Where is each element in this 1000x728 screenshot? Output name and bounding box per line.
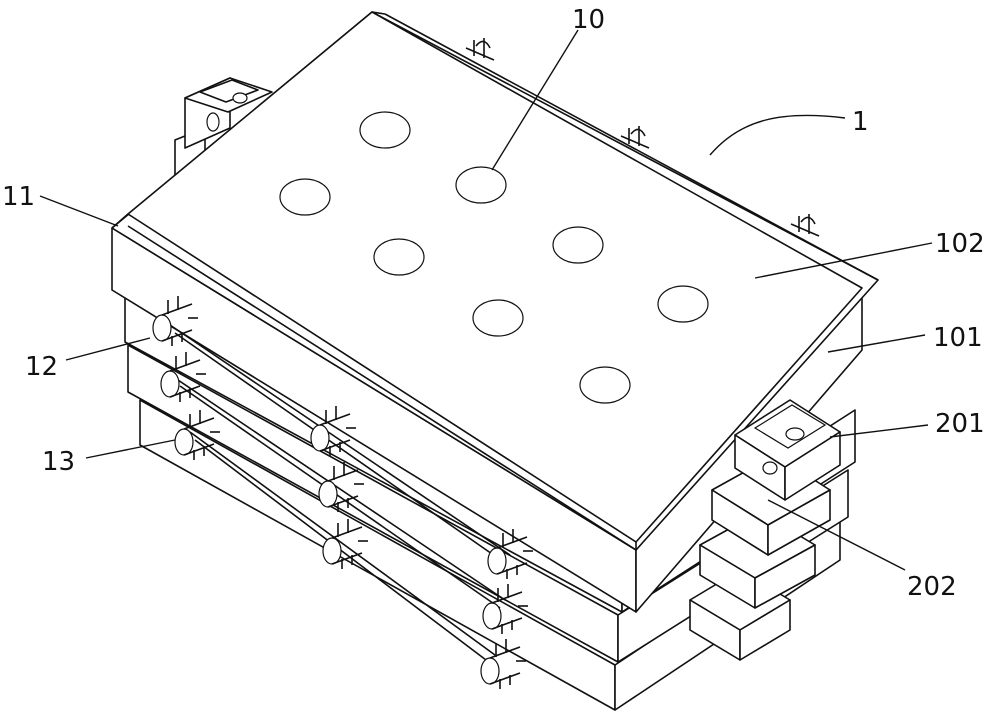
label-side-plate: 11: [2, 182, 35, 212]
connector-rods: [169, 324, 511, 664]
hole: [579, 366, 631, 404]
label-plate-number: 1: [852, 107, 869, 137]
pipe-fitting: [480, 639, 526, 689]
label-lug-block: 202: [907, 572, 957, 602]
pipe-fitting: [310, 406, 356, 456]
pipe-fitting: [482, 584, 528, 634]
pipe-fitting: [152, 296, 198, 346]
rear-edge-clamps: [465, 38, 820, 237]
pipe-fitting: [322, 519, 368, 569]
hole: [657, 285, 709, 323]
reference-numerals: 10 1 11 102 101 201 202 12 13: [2, 5, 985, 602]
label-upper-connector: 12: [25, 352, 58, 382]
hole: [373, 238, 425, 276]
pipe-fitting: [160, 352, 206, 402]
hole: [472, 299, 524, 337]
hole: [552, 226, 604, 264]
pipe-fitting: [487, 529, 533, 579]
top-face: [127, 11, 863, 543]
label-top-face: 102: [935, 229, 985, 259]
connector-fittings: [152, 296, 533, 689]
top-holes: [279, 111, 709, 404]
label-hole: 10: [572, 5, 605, 35]
pipe-fitting: [174, 410, 220, 460]
lug-bolt-hole: [785, 427, 805, 441]
label-lower-connector: 13: [42, 447, 75, 477]
hole: [279, 178, 331, 216]
hole: [455, 166, 507, 204]
leader-lines: [39, 29, 933, 571]
label-end-face: 101: [933, 323, 983, 353]
label-lug: 201: [935, 409, 985, 439]
hole: [359, 111, 411, 149]
lug-bolt-hole: [232, 92, 248, 104]
pipe-fitting: [318, 462, 364, 512]
front-lug-assembly: [689, 399, 841, 661]
